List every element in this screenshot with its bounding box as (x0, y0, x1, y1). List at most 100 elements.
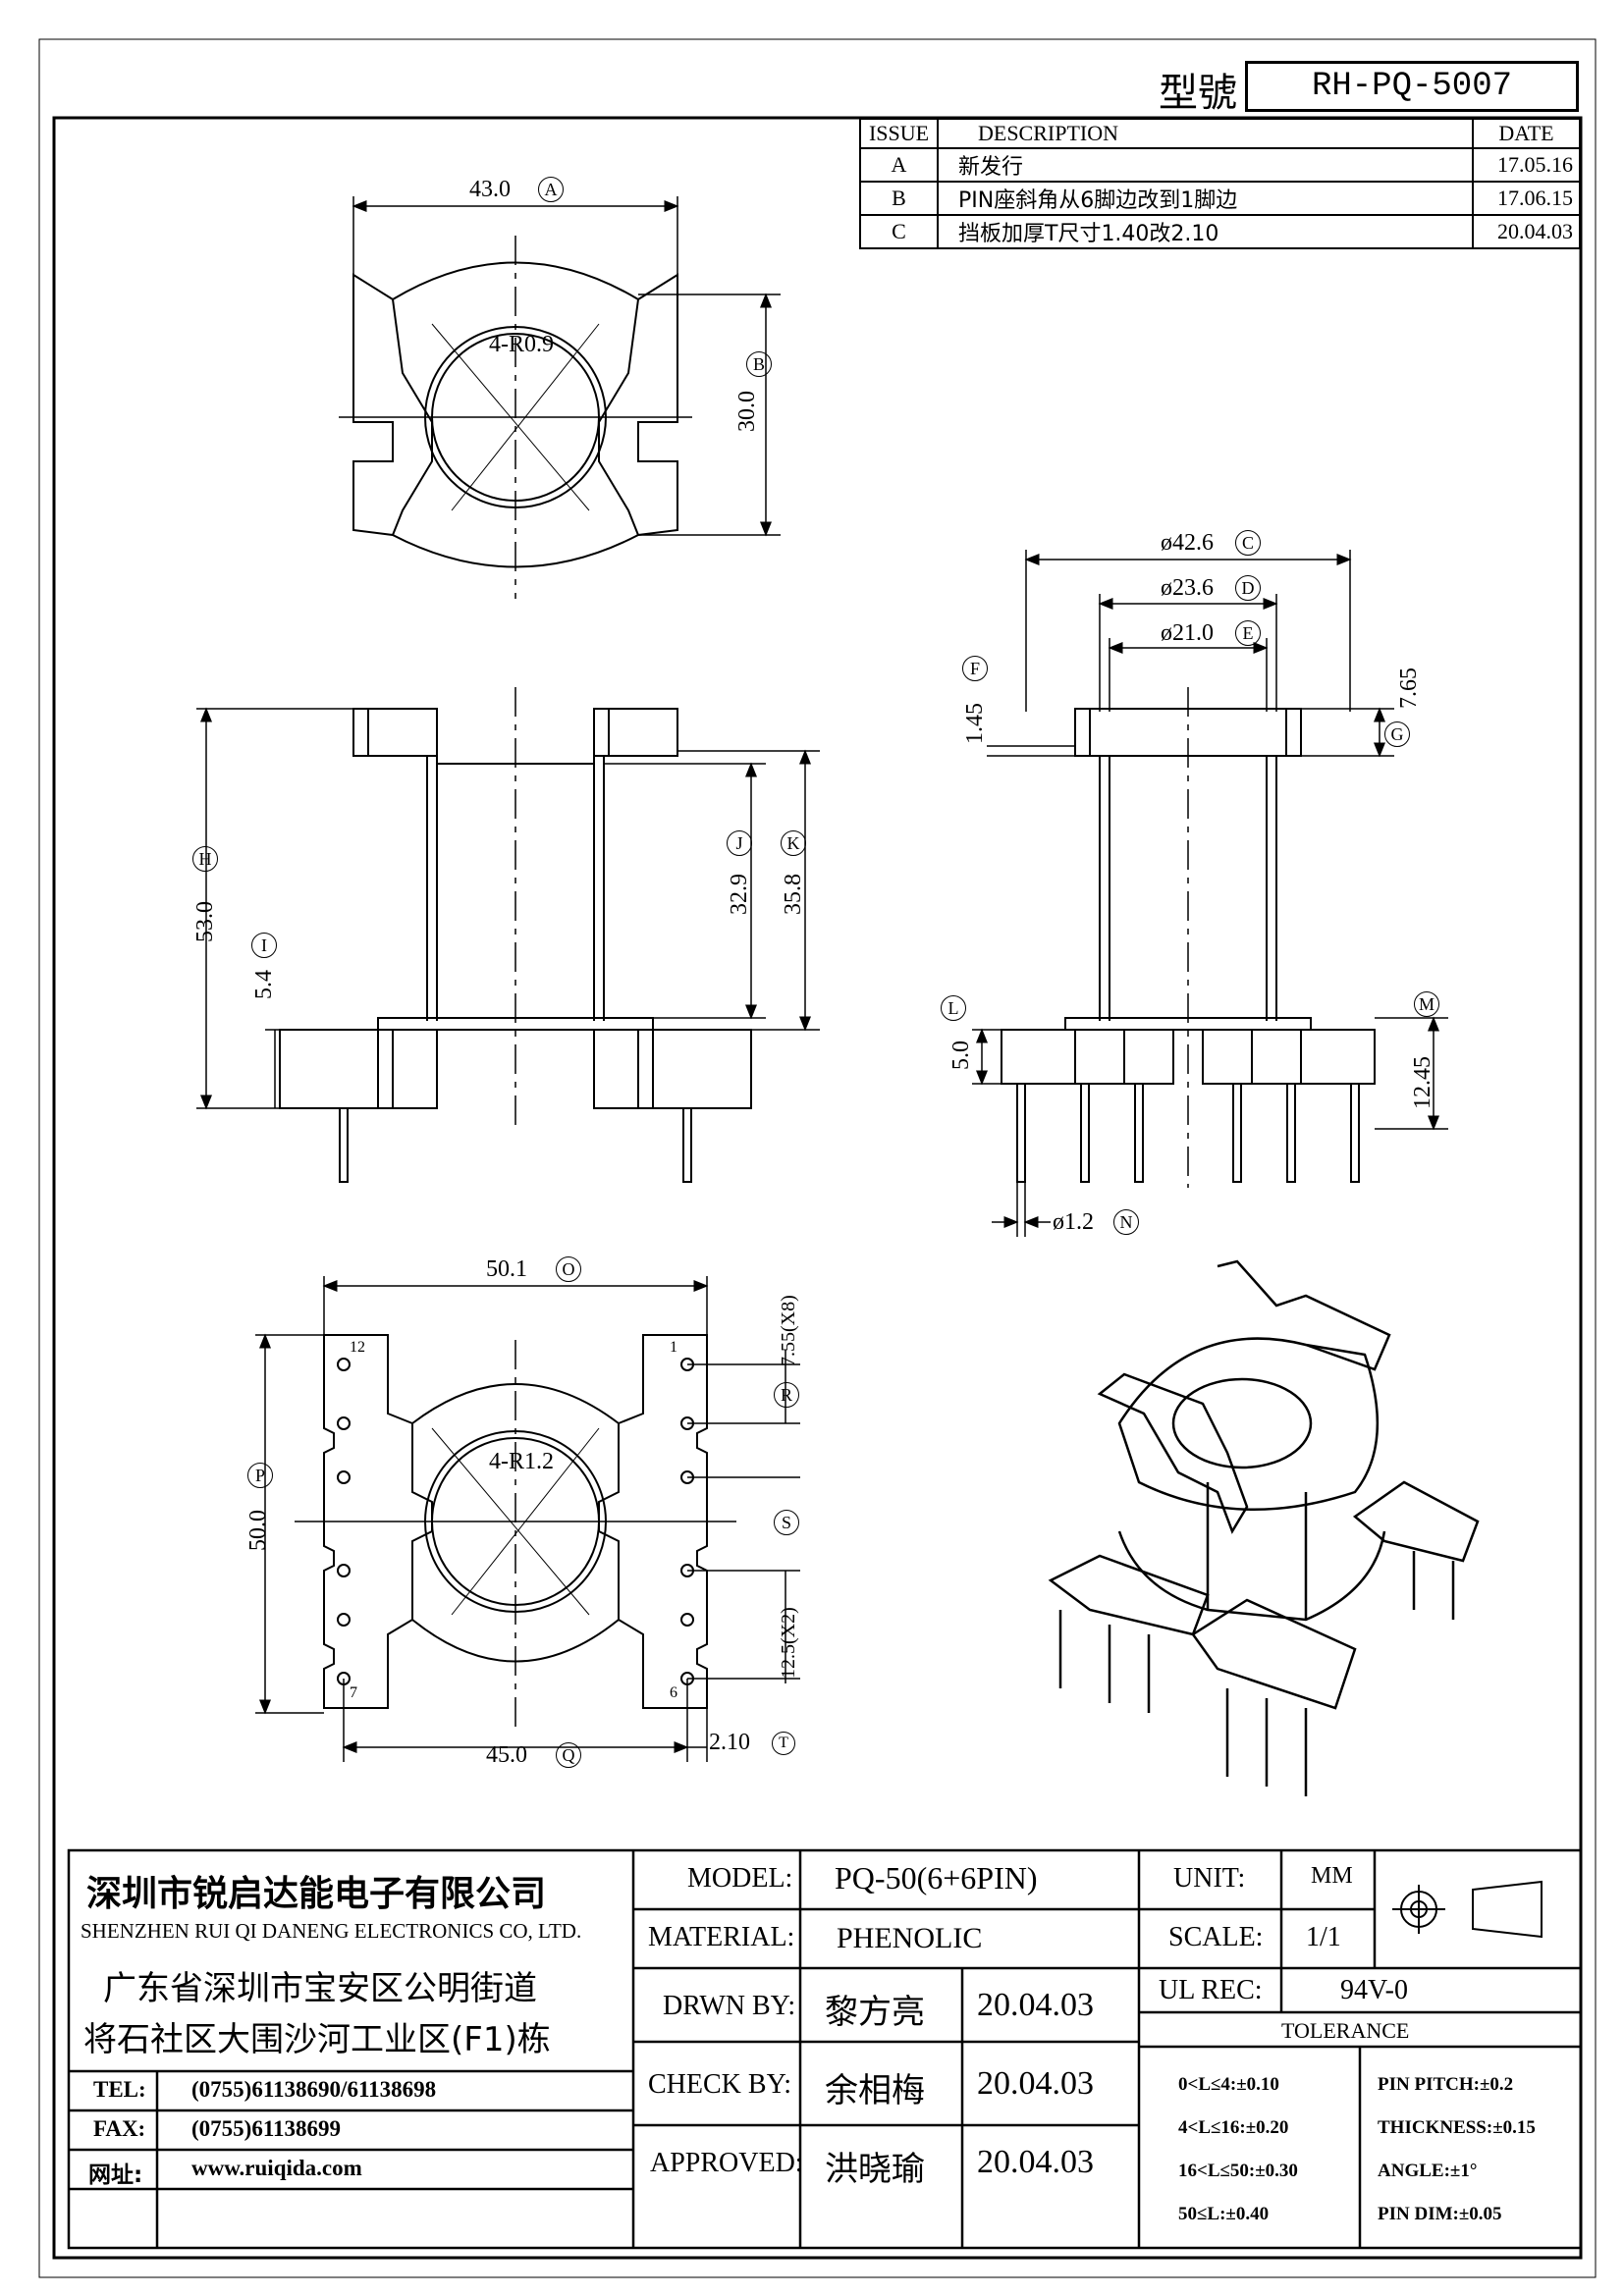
dim-HIJK (196, 707, 820, 1110)
dim-s-key: S (774, 1510, 799, 1535)
tolerance-item: 16<L≤50:±0.30 (1178, 2161, 1298, 2181)
projection-symbol (1392, 1880, 1543, 1939)
dim-j-value: 32.9 (727, 874, 752, 915)
col-issue: ISSUE (859, 118, 939, 149)
rev-issue: A (859, 147, 939, 183)
model-number: RH-PQ-5007 (1245, 61, 1579, 112)
tolerance-item: PIN PITCH:±0.2 (1378, 2074, 1514, 2095)
dim-t-key: T (772, 1732, 795, 1755)
drawing-border (52, 116, 1583, 2260)
model-field-value: PQ-50(6+6PIN) (835, 1860, 1038, 1896)
dim-c-value: ø42.6 (1161, 530, 1214, 556)
dim-OPQRST (255, 1276, 800, 1762)
revision-row: B PIN座斜角从6脚边改到1脚边 17.06.15 (859, 181, 1581, 216)
dim-CDEFGLMN (972, 550, 1448, 1237)
dim-e-key: E (1235, 620, 1261, 646)
tel-value: (0755)61138690/61138698 (191, 2077, 437, 2102)
dim-j-key: J (727, 830, 752, 856)
rev-date: 17.05.16 (1472, 147, 1581, 183)
approved-by: 洪晓瑜 (825, 2150, 925, 2189)
top-view (339, 236, 692, 599)
dim-t-value: 2.10 (709, 1730, 750, 1755)
scale-label: SCALE: (1168, 1922, 1264, 1952)
dim-h-value: 53.0 (192, 901, 218, 942)
dim-r1: 4-R0.9 (489, 332, 554, 357)
bottom-view (295, 1334, 736, 1733)
unit-value: MM (1311, 1863, 1353, 1889)
fax-value: (0755)61138699 (191, 2116, 342, 2141)
company-address-2: 将石社区大围沙河工业区(F1)栋 (83, 2020, 551, 2059)
tolerance-item: 50≤L:±0.40 (1178, 2204, 1270, 2224)
approved-label: APPROVED: (650, 2148, 803, 2178)
dim-e-value: ø21.0 (1161, 620, 1214, 646)
company-name-en: SHENZHEN RUI QI DANENG ELECTRONICS CO, L… (81, 1919, 582, 1943)
model-field-label: MODEL: (687, 1863, 793, 1894)
col-date: DATE (1472, 118, 1581, 149)
dim-a-value: 43.0 (469, 177, 511, 202)
dim-l-value: 5.0 (948, 1041, 974, 1070)
dim-k-key: K (781, 830, 806, 856)
dim-b-key: B (746, 351, 772, 377)
revision-row: A 新发行 17.05.16 (859, 147, 1581, 183)
rev-issue: B (859, 181, 939, 216)
ul-label: UL REC: (1159, 1975, 1263, 2005)
web-label: 网址: (88, 2163, 143, 2188)
dim-B (638, 293, 781, 537)
tolerance-right-list: PIN PITCH:±0.2 THICKNESS:±0.15 ANGLE:±1°… (1378, 2063, 1536, 2236)
pin-1-label: 1 (670, 1339, 677, 1356)
tolerance-item: ANGLE:±1° (1378, 2161, 1478, 2181)
dim-h-key: H (192, 846, 218, 872)
pin-6-label: 6 (670, 1684, 677, 1701)
dim-r-key: R (774, 1382, 799, 1408)
dim-n-value: ø1.2 (1053, 1209, 1094, 1235)
dim-r-value: 7.55(X8) (778, 1295, 799, 1366)
dim-q-value: 45.0 (486, 1742, 527, 1768)
sheet-border (38, 38, 1597, 2278)
dim-m-key: M (1414, 991, 1439, 1017)
tolerance-item: PIN DIM:±0.05 (1378, 2204, 1502, 2224)
dim-p-key: P (247, 1463, 273, 1488)
scale-value: 1/1 (1306, 1922, 1341, 1952)
drawn-date: 20.04.03 (977, 1987, 1094, 2023)
tolerance-item: THICKNESS:±0.15 (1378, 2117, 1536, 2138)
rev-issue: C (859, 214, 939, 249)
drawn-label: DRWN BY: (663, 1991, 796, 2021)
dim-b-value: 30.0 (734, 391, 760, 432)
rev-description: 挡板加厚T尺寸1.40改2.10 (937, 214, 1474, 249)
dim-a-key: A (538, 177, 564, 202)
dim-o-key: O (556, 1256, 581, 1282)
rev-description: 新发行 (937, 147, 1474, 183)
dim-n-key: N (1113, 1209, 1139, 1235)
dim-A (352, 196, 679, 280)
web-link[interactable]: www.ruiqida.com (191, 2156, 362, 2180)
dim-i-value: 5.4 (251, 970, 277, 999)
material-value: PHENOLIC (837, 1922, 983, 1954)
ul-value: 94V-0 (1340, 1975, 1408, 2005)
dim-f-key: F (962, 656, 988, 681)
rev-date: 20.04.03 (1472, 214, 1581, 249)
dim-f-value: 1.45 (962, 703, 988, 744)
tolerance-item: 4<L≤16:±0.20 (1178, 2117, 1289, 2138)
dim-k-value: 35.8 (781, 874, 806, 915)
front-view (279, 687, 752, 1183)
dim-g-value: 7.65 (1396, 667, 1422, 709)
dim-m-value: 12.45 (1410, 1056, 1435, 1109)
revision-table: ISSUE DESCRIPTION DATE A 新发行 17.05.16 B … (859, 118, 1581, 249)
dim-c-key: C (1235, 530, 1261, 556)
dim-o-value: 50.1 (486, 1256, 527, 1282)
col-description: DESCRIPTION (937, 118, 1474, 149)
fax-label: FAX: (93, 2116, 146, 2141)
dim-p-value: 50.0 (245, 1510, 271, 1551)
revision-row: C 挡板加厚T尺寸1.40改2.10 20.04.03 (859, 214, 1581, 249)
side-view (1001, 687, 1376, 1188)
title-block-frame (67, 1848, 1583, 2250)
tolerance-left-list: 0<L≤4:±0.10 4<L≤16:±0.20 16<L≤50:±0.30 5… (1178, 2063, 1298, 2236)
dim-i-key: I (251, 933, 277, 958)
model-label: 型號 (1159, 71, 1237, 116)
dim-r2: 4-R1.2 (489, 1449, 554, 1474)
tolerance-item: 0<L≤4:±0.10 (1178, 2074, 1279, 2095)
approved-date: 20.04.03 (977, 2144, 1094, 2180)
rev-description: PIN座斜角从6脚边改到1脚边 (937, 181, 1474, 216)
company-name-cn: 深圳市锐启达能电子有限公司 (86, 1874, 547, 1914)
